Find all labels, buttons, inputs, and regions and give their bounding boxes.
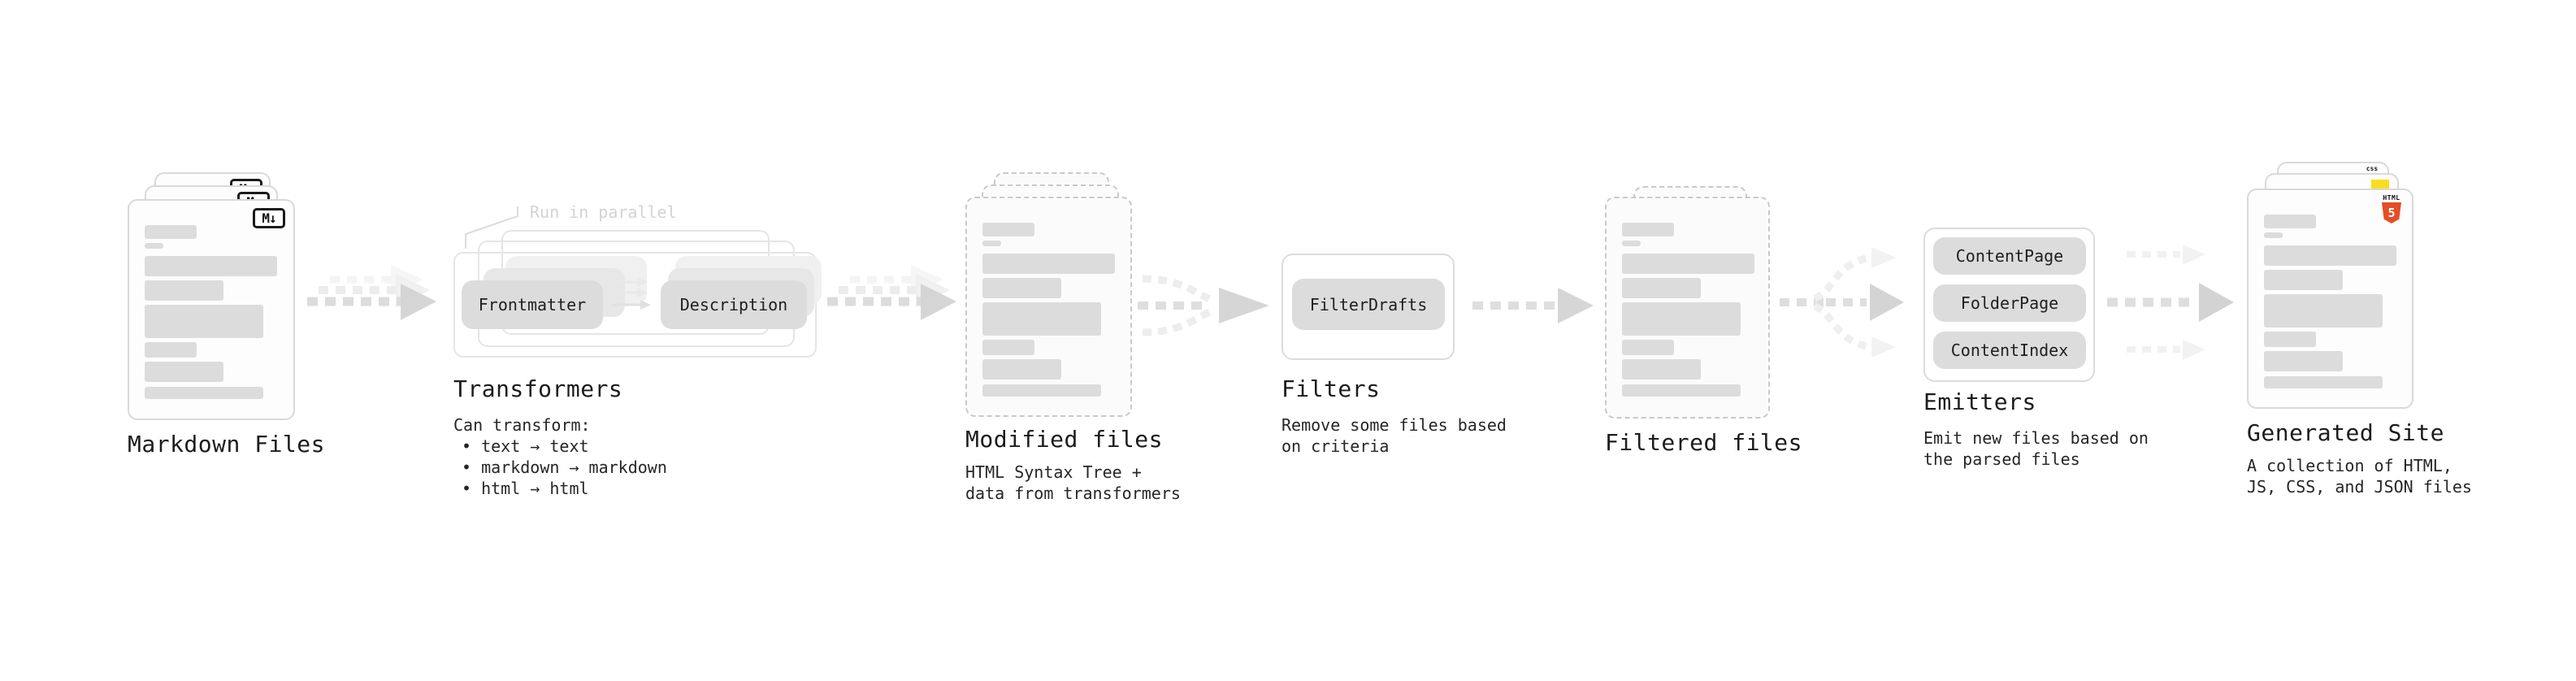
generated-site-label: Generated Site — [2247, 419, 2445, 446]
arrow-modified-to-filters — [1138, 275, 1269, 336]
filters-description: Remove some files based on criteria — [1281, 414, 1507, 457]
skeleton-text-line — [2264, 376, 2383, 388]
arrow-markdown-to-transformers — [307, 265, 436, 320]
generated-desc-line: JS, CSS, and JSON files — [2247, 477, 2472, 497]
skeleton-text-line — [982, 278, 1061, 298]
filterdrafts-pill: FilterDrafts — [1292, 279, 1445, 330]
skeleton-text-line — [145, 387, 263, 399]
skeleton-text-line — [2264, 270, 2343, 290]
emitters-desc-line: Emit new files based on — [1923, 428, 2149, 448]
generated-html-card: HTML 5 — [2247, 189, 2413, 409]
contentpage-pill: ContentPage — [1933, 237, 2086, 275]
description-pill: Description — [661, 280, 807, 329]
skeleton-text-line — [145, 362, 223, 382]
markdown-files-label: Markdown Files — [128, 431, 326, 458]
html5-icon: HTML 5 — [2381, 194, 2402, 223]
skeleton-text-line — [1622, 223, 1674, 236]
skeleton-text-line — [982, 340, 1034, 355]
skeleton-text-line — [982, 359, 1061, 380]
folderpage-pill: FolderPage — [1933, 284, 2086, 322]
html5-icon-word: HTML — [2383, 194, 2400, 202]
skeleton-text-line — [2264, 232, 2283, 238]
transformers-bullet: • text → text — [462, 436, 589, 456]
skeleton-text-line — [1622, 278, 1701, 298]
arrow-filtered-to-emitters — [1780, 247, 1904, 358]
modified-desc-line: data from transformers — [965, 484, 1181, 503]
skeleton-text-line — [145, 256, 277, 276]
modified-file-card-front — [965, 197, 1132, 417]
emitters-label: Emitters — [1923, 388, 2036, 415]
skeleton-text-line — [145, 305, 263, 338]
transformer-box-front — [453, 252, 817, 358]
skeleton-text-line — [2264, 215, 2316, 228]
filters-desc-line: on criteria — [1281, 436, 1390, 456]
modified-desc-line: HTML Syntax Tree + — [965, 462, 1142, 482]
transformers-label: Transformers — [453, 375, 623, 402]
generated-desc-line: A collection of HTML, — [2247, 456, 2452, 475]
skeleton-text-line — [982, 223, 1034, 236]
transform-flow-arrows — [613, 277, 651, 310]
run-in-parallel-label: Run in parallel — [530, 202, 677, 222]
emitters-desc-line: the parsed files — [1923, 449, 2080, 469]
skeleton-text-line — [982, 254, 1115, 274]
skeleton-text-line — [2264, 294, 2383, 327]
transformers-desc-title: Can transform: — [453, 415, 591, 435]
html5-shield: 5 — [2382, 202, 2401, 223]
modified-files-label: Modified files — [965, 426, 1164, 453]
skeleton-text-line — [1622, 384, 1741, 397]
frontmatter-pill: Frontmatter — [462, 280, 603, 329]
emitters-description: Emit new files based on the parsed files — [1923, 427, 2149, 470]
transformers-bullet: • html → html — [462, 479, 589, 498]
markdown-file-card-front: M↓ — [128, 199, 295, 420]
skeleton-text-line — [2264, 332, 2316, 347]
arrow-transformers-to-modified — [827, 265, 956, 320]
markdown-icon: M↓ — [253, 208, 285, 228]
skeleton-text-line — [1622, 302, 1741, 336]
filters-label: Filters — [1281, 375, 1381, 402]
skeleton-text-line — [982, 384, 1101, 397]
skeleton-text-line — [982, 241, 1001, 246]
skeleton-text-line — [1622, 340, 1674, 355]
skeleton-text-line — [1622, 254, 1754, 274]
skeleton-text-line — [145, 225, 197, 239]
skeleton-text-line — [145, 243, 163, 249]
css-icon-word: css — [2366, 165, 2379, 172]
transformers-description: Can transform: • text → text • markdown … — [453, 414, 667, 499]
filtered-files-label: Filtered files — [1605, 429, 1803, 456]
modified-files-description: HTML Syntax Tree + data from transformer… — [965, 462, 1181, 504]
skeleton-text-line — [1622, 241, 1641, 246]
filters-desc-line: Remove some files based — [1281, 415, 1507, 435]
skeleton-text-line — [145, 342, 197, 358]
arrow-filters-to-filtered — [1472, 288, 1594, 323]
callout-line — [465, 206, 518, 249]
skeleton-text-line — [1622, 359, 1701, 380]
skeleton-text-line — [982, 302, 1101, 336]
generated-site-description: A collection of HTML, JS, CSS, and JSON … — [2247, 455, 2472, 497]
contentindex-pill: ContentIndex — [1933, 332, 2086, 369]
arrow-emitters-to-generated — [2107, 245, 2234, 360]
transformers-bullet: • markdown → markdown — [462, 458, 667, 477]
skeleton-text-line — [2264, 351, 2343, 371]
filtered-file-card-front — [1605, 197, 1770, 419]
skeleton-text-line — [145, 280, 223, 301]
skeleton-text-line — [2264, 245, 2396, 266]
